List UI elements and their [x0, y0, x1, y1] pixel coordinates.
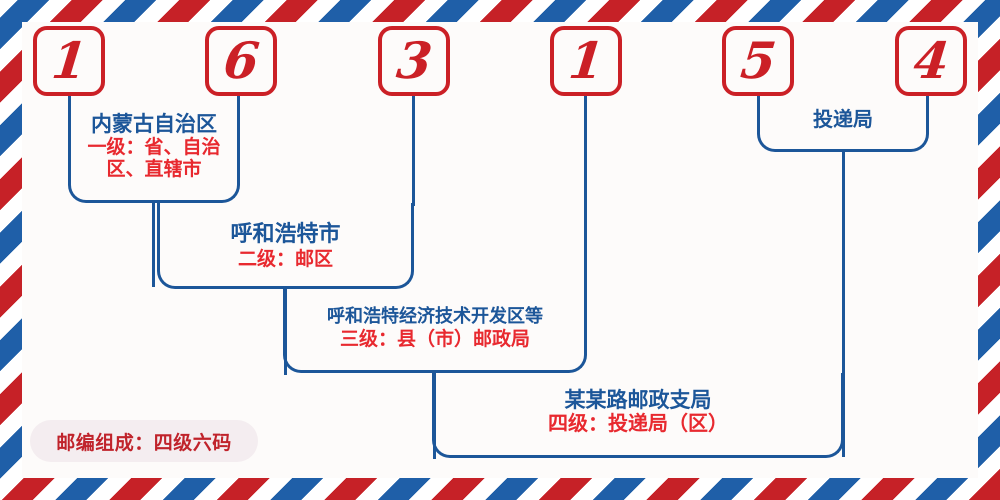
connector-digit-3-drop [412, 96, 415, 206]
label-level-3: 呼和浩特经济技术开发区等 三级：县（市）邮政局 [283, 306, 587, 350]
label-delivery-office-title: 投递局 [813, 107, 873, 131]
label-level-4-subtitle: 四级：投递局（区） [548, 411, 728, 436]
label-level-2-title: 呼和浩特市 [230, 221, 341, 247]
label-level-1: 内蒙古自治区 一级：省、自治区、直辖市 [68, 111, 240, 181]
label-level-1-title: 内蒙古自治区 [91, 111, 217, 136]
digit-box-3[interactable]: 3 [378, 26, 450, 96]
postcode-composition-badge: 邮编组成：四级六码 [30, 420, 258, 462]
label-level-4: 某某路邮政支局 四级：投递局（区） [432, 387, 844, 436]
digit-glyph-3: 3 [393, 31, 435, 90]
bracket-level-3 [283, 289, 587, 373]
connector-digit-4-drop [584, 96, 587, 292]
bracket-level-4 [432, 373, 844, 458]
digit-glyph-2: 6 [220, 31, 262, 90]
postcode-composition-badge-text: 邮编组成：四级六码 [56, 431, 232, 454]
digit-box-4[interactable]: 1 [550, 26, 622, 96]
label-delivery-office: 投递局 [757, 107, 929, 131]
digit-box-6[interactable]: 4 [895, 26, 967, 96]
connector-level-1-stem [152, 203, 155, 287]
label-level-3-title: 呼和浩特经济技术开发区等 [327, 306, 543, 327]
label-level-2-subtitle: 二级：邮区 [237, 247, 333, 270]
digit-box-2[interactable]: 6 [205, 26, 277, 96]
digit-box-1[interactable]: 1 [33, 26, 105, 96]
label-level-3-subtitle: 三级：县（市）邮政局 [339, 327, 530, 350]
bracket-level-2 [157, 203, 414, 289]
envelope-paper-area [22, 22, 978, 478]
connector-delivery-office-stem [842, 152, 845, 457]
digit-glyph-5: 5 [737, 31, 779, 90]
label-level-2: 呼和浩特市 二级：邮区 [157, 221, 414, 270]
bracket-delivery-office [757, 96, 929, 152]
label-level-1-subtitle: 一级：省、自治区、直辖市 [87, 136, 221, 181]
digit-glyph-1: 1 [48, 31, 90, 90]
bracket-level-1 [68, 96, 240, 203]
digit-glyph-6: 4 [910, 31, 952, 90]
digit-glyph-4: 1 [565, 31, 607, 90]
digit-box-5[interactable]: 5 [722, 26, 794, 96]
label-level-4-title: 某某路邮政支局 [564, 387, 712, 412]
